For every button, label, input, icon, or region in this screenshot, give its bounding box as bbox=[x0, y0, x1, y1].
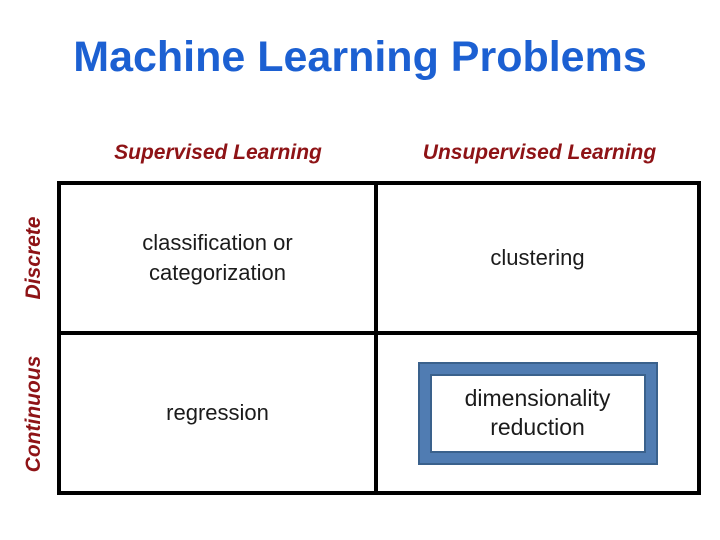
matrix-cell-continuous-supervised: regression bbox=[61, 335, 378, 491]
column-header-unsupervised-learning: Unsupervised Learning bbox=[422, 141, 657, 164]
column-header-supervised-learning: Supervised Learning bbox=[114, 141, 322, 164]
cell-label-clustering: clustering bbox=[490, 245, 585, 271]
matrix-cell-discrete-supervised: classification or categorization bbox=[61, 185, 378, 335]
highlight-box: dimensionality reduction bbox=[417, 361, 658, 465]
matrix-table: classification or categorization cluster… bbox=[57, 181, 701, 495]
cell-label-regression: regression bbox=[166, 400, 269, 426]
matrix-cell-continuous-unsupervised: dimensionality reduction bbox=[378, 335, 697, 491]
row-header-discrete: Discrete bbox=[22, 216, 45, 300]
row-header-continuous: Continuous bbox=[22, 355, 45, 473]
highlight-box-inner: dimensionality reduction bbox=[429, 373, 646, 453]
cell-label-dimensionality-reduction: dimensionality reduction bbox=[464, 385, 611, 440]
matrix-cell-discrete-unsupervised: clustering bbox=[378, 185, 697, 335]
slide-title: Machine Learning Problems bbox=[73, 33, 647, 81]
cell-label-classification: classification or categorization bbox=[142, 230, 293, 285]
